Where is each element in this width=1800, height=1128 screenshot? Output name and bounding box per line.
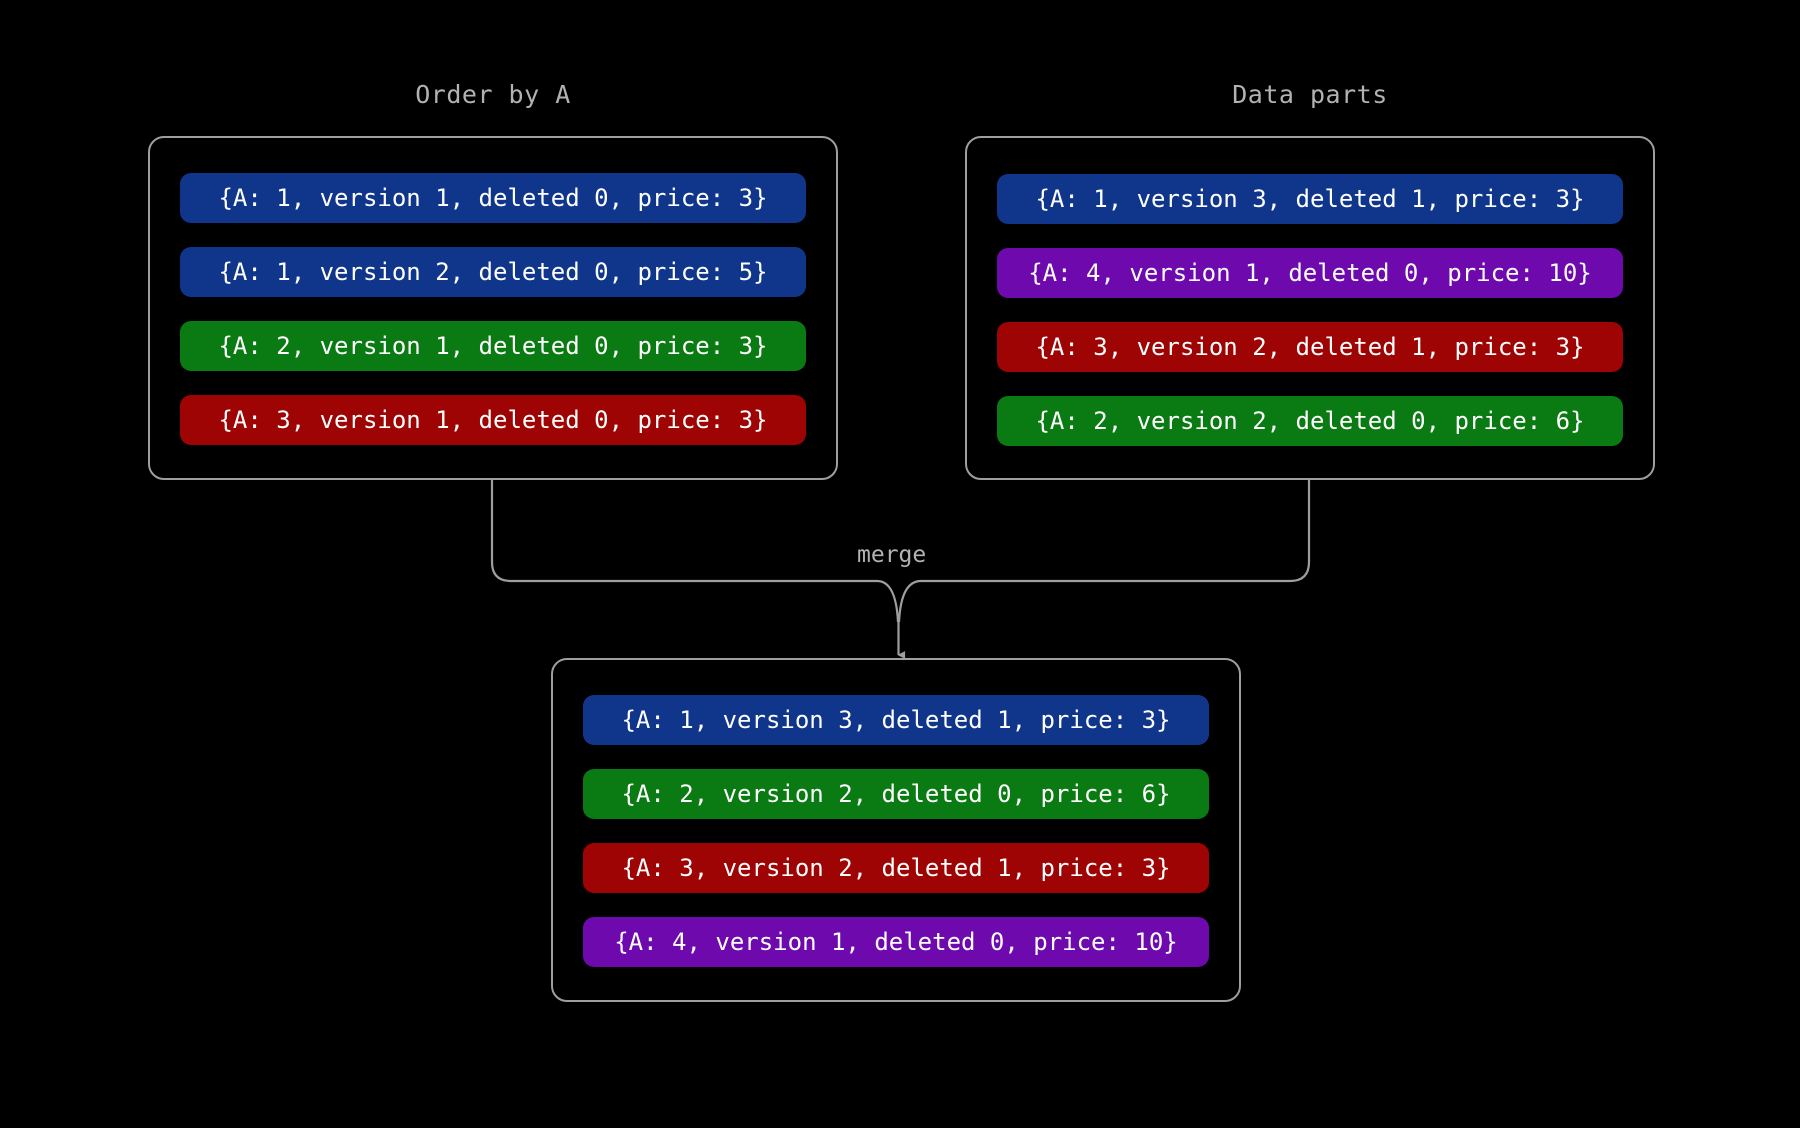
list-item[interactable]: {A: 3, version 2, deleted 1, price: 3} — [583, 843, 1209, 893]
list-item-label: {A: 2, version 2, deleted 0, price: 6} — [1035, 407, 1585, 435]
list-item[interactable]: {A: 1, version 3, deleted 1, price: 3} — [997, 174, 1623, 224]
panel-order-by-a — [148, 136, 838, 480]
edge-label-merge: merge — [857, 542, 927, 568]
list-item[interactable]: {A: 4, version 1, deleted 0, price: 10} — [583, 917, 1209, 967]
list-item-label: {A: 1, version 3, deleted 1, price: 3} — [1035, 185, 1585, 213]
list-item[interactable]: {A: 1, version 2, deleted 0, price: 5} — [180, 247, 806, 297]
panel-data-parts — [965, 136, 1655, 480]
list-item-label: {A: 1, version 2, deleted 0, price: 5} — [218, 258, 768, 286]
group-title-order-by-a: Order by A — [415, 80, 571, 109]
list-item[interactable]: {A: 3, version 2, deleted 1, price: 3} — [997, 322, 1623, 372]
list-item-label: {A: 2, version 1, deleted 0, price: 3} — [218, 332, 768, 360]
list-item-label: {A: 1, version 3, deleted 1, price: 3} — [621, 706, 1171, 734]
list-item[interactable]: {A: 2, version 2, deleted 0, price: 6} — [583, 769, 1209, 819]
list-item[interactable]: {A: 1, version 3, deleted 1, price: 3} — [583, 695, 1209, 745]
list-item[interactable]: {A: 4, version 1, deleted 0, price: 10} — [997, 248, 1623, 298]
list-item-label: {A: 4, version 1, deleted 0, price: 10} — [1028, 259, 1592, 287]
list-item-label: {A: 3, version 2, deleted 1, price: 3} — [621, 854, 1171, 882]
connector-order-by-a-to-merge — [490, 479, 877, 583]
list-item[interactable]: {A: 2, version 2, deleted 0, price: 6} — [997, 396, 1623, 446]
list-item[interactable]: {A: 1, version 1, deleted 0, price: 3} — [180, 173, 806, 223]
connector-merge-junction-left — [876, 579, 900, 623]
group-title-data-parts: Data parts — [1232, 80, 1388, 109]
list-item-label: {A: 3, version 1, deleted 0, price: 3} — [218, 406, 768, 434]
list-item-label: {A: 2, version 2, deleted 0, price: 6} — [621, 780, 1171, 808]
list-item-label: {A: 3, version 2, deleted 1, price: 3} — [1035, 333, 1585, 361]
list-item-label: {A: 1, version 1, deleted 0, price: 3} — [218, 184, 768, 212]
list-item[interactable]: {A: 2, version 1, deleted 0, price: 3} — [180, 321, 806, 371]
list-item-label: {A: 4, version 1, deleted 0, price: 10} — [614, 928, 1178, 956]
list-item[interactable]: {A: 3, version 1, deleted 0, price: 3} — [180, 395, 806, 445]
panel-merged-result — [551, 658, 1241, 1002]
connector-data-parts-to-merge — [921, 479, 1311, 583]
connector-merge-junction-right — [897, 579, 922, 623]
